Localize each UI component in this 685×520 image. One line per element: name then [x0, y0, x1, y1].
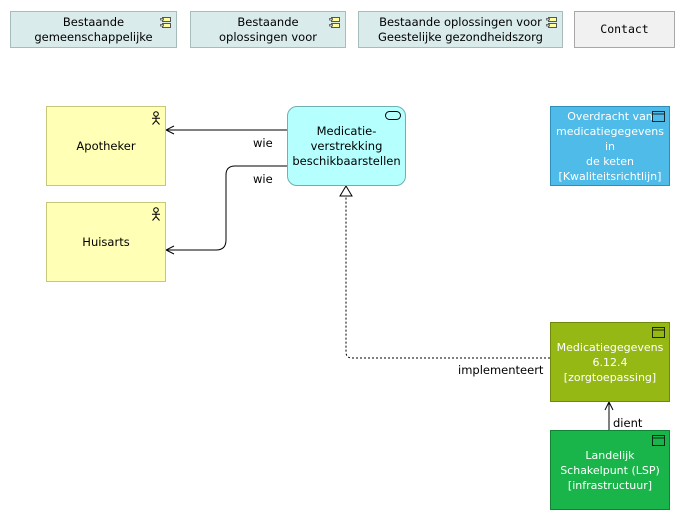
node-label: Apotheker [76, 138, 136, 153]
node-label: Landelijk Schakelpunt (LSP) [infrastruct… [560, 448, 660, 492]
infrastructure-lsp[interactable]: Landelijk Schakelpunt (LSP) [infrastruct… [550, 430, 670, 510]
artifact-icon [652, 327, 665, 338]
artifact-icon [652, 111, 665, 122]
edge-label-wie-huisarts: wie [253, 172, 273, 186]
nav-button-label: Bestaande gemeenschappelijke [34, 14, 153, 44]
service-icon [385, 111, 401, 120]
node-label: Huisarts [82, 234, 130, 249]
node-label: Medicatiegegevens 6.12.4 [zorgtoepassing… [556, 340, 664, 384]
node-label: Overdracht van medicatiegegevens in de k… [556, 109, 664, 183]
edge-implementeert [345, 197, 550, 359]
component-icon [546, 17, 557, 28]
contact-button-label: Contact [600, 22, 649, 36]
requirement-overdracht[interactable]: Overdracht van medicatiegegevens in de k… [550, 106, 670, 186]
contact-button[interactable]: Contact [574, 11, 675, 48]
actor-huisarts[interactable]: Huisarts [46, 202, 166, 282]
node-label: Medicatie- verstrekking beschikbaarstell… [292, 123, 401, 168]
actor-icon [152, 207, 160, 221]
edge-service-huisarts [166, 165, 287, 250]
nav-button-label: Bestaande oplossingen voor Geestelijke g… [378, 14, 543, 44]
artifact-icon [652, 435, 665, 446]
edge-implementeert-head [339, 185, 353, 197]
actor-apotheker[interactable]: Apotheker [46, 106, 166, 186]
nav-button-gemeenschappelijke[interactable]: Bestaande gemeenschappelijke [10, 11, 177, 48]
component-icon [160, 17, 171, 28]
component-icon [329, 17, 340, 28]
edge-label-wie-apotheker: wie [253, 136, 273, 150]
application-medicatiegegevens[interactable]: Medicatiegegevens 6.12.4 [zorgtoepassing… [550, 322, 670, 402]
actor-icon [152, 111, 160, 125]
nav-button-ggz[interactable]: Bestaande oplossingen voor Geestelijke g… [358, 11, 563, 48]
nav-button-oplossingen[interactable]: Bestaande oplossingen voor [190, 11, 346, 48]
nav-button-label: Bestaande oplossingen voor [219, 14, 317, 44]
edge-label-dient: dient [613, 416, 643, 430]
edge-label-implementeert: implementeert [458, 363, 544, 377]
service-medicatieverstrekking[interactable]: Medicatie- verstrekking beschikbaarstell… [287, 106, 406, 186]
